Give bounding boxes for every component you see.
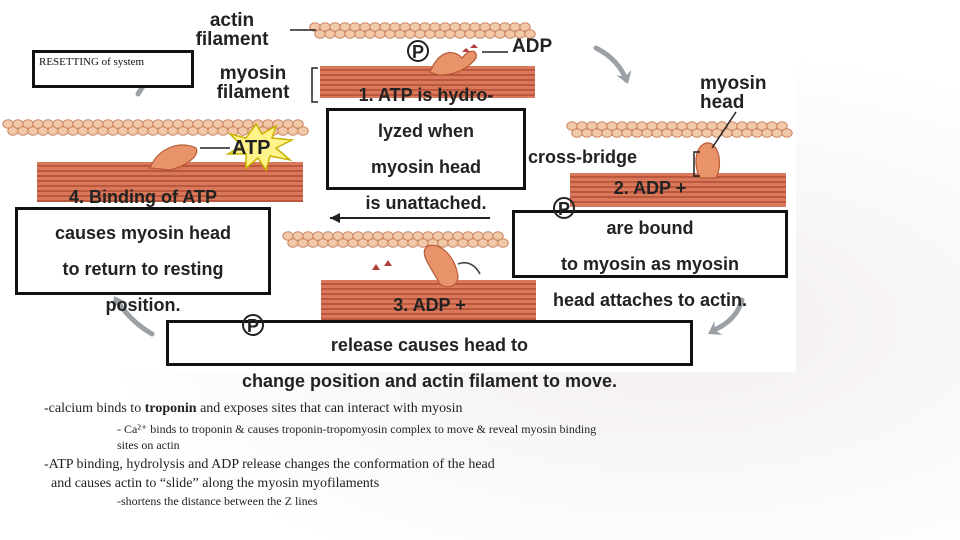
- step-1-line: is unattached.: [365, 193, 487, 213]
- step-3-line: change position and actin filament to mo…: [241, 371, 618, 391]
- atp-label: ATP: [232, 137, 271, 159]
- actin-filament-label: actin filament: [195, 10, 269, 50]
- myosin-filament-right: [570, 173, 786, 207]
- head-swing-arrow: [457, 261, 481, 275]
- step-4-line: causes myosin head: [54, 223, 232, 243]
- note-shortens: -shortens the distance between the Z lin…: [117, 494, 318, 508]
- myosin-head-bottom: [423, 244, 459, 288]
- adp-label: ADP: [512, 36, 553, 57]
- cycle-arrowhead: [113, 296, 127, 311]
- phosphate-circle: P: [241, 314, 264, 336]
- phosphate-label: P: [407, 40, 429, 62]
- actin-filament-left: [2, 119, 309, 136]
- step-1-box: 1. ATP is hydro- lyzed when myosin head …: [326, 86, 526, 212]
- step-2-box: 2. ADP + P are bound to myosin as myosin…: [512, 179, 788, 309]
- phosphate-circle: P: [407, 40, 429, 62]
- myosin-head-label: myosin head: [700, 73, 767, 113]
- adp-triangles: [462, 48, 470, 52]
- actin-filament-bottom: [282, 231, 509, 248]
- myosin-bracket: [311, 67, 318, 103]
- adp-triangles: [384, 260, 392, 266]
- step-3-box: 3. ADP + P release causes head to change…: [166, 296, 693, 390]
- myosin-filament-bottom: [321, 280, 536, 320]
- myosin-filament-top: [320, 66, 535, 98]
- note-calcium-detail: - Ca²⁺ binds to troponin & causes tropon…: [117, 422, 597, 453]
- step-2-line: to myosin as myosin: [560, 254, 740, 274]
- cycle-arrowhead: [616, 69, 632, 84]
- myosin-filament-label: myosin filament: [216, 63, 290, 103]
- note-atp-binding: -ATP binding, hydrolysis and ADP release…: [44, 457, 495, 491]
- adp-triangles: [372, 264, 380, 270]
- cross-bridge-label: cross-bridge: [528, 147, 638, 167]
- resetting-box: RESETTING of system: [32, 50, 194, 88]
- step-4-line: position.: [105, 295, 181, 315]
- step-4-line: to return to resting: [62, 259, 224, 279]
- atp-burst: [225, 122, 295, 172]
- step-4-line: 4. Binding of ATP: [69, 187, 217, 207]
- step-2-line: head attaches to actin.: [552, 290, 748, 310]
- actin-filament-right: [566, 121, 793, 138]
- adp-triangles: [470, 44, 478, 48]
- cross-bridge-bracket: [693, 151, 700, 177]
- myosin-head-right: [695, 142, 721, 179]
- cycle-arrow: [115, 299, 155, 337]
- diagram-drawing: [2, 22, 793, 337]
- step-4-box: 4. Binding of ATP causes myosin head to …: [15, 188, 271, 314]
- step-1-line: 1. ATP is hydro-: [358, 85, 494, 105]
- phosphate-circle: P: [552, 197, 575, 219]
- resetting-text: RESETTING of system: [39, 56, 145, 68]
- troponin-term: troponin: [144, 401, 197, 416]
- cycle-arrowhead: [708, 321, 723, 335]
- step-3-line: 3. ADP + P release causes head to: [241, 296, 617, 354]
- actin-move-arrowhead: [330, 213, 340, 223]
- myosin-head-top: [429, 50, 477, 76]
- myosin-head-pointer: [711, 111, 737, 149]
- myosin-head-left: [149, 144, 198, 171]
- step-1-line: lyzed when: [377, 121, 474, 141]
- step-1-line: myosin head: [370, 157, 481, 177]
- step-2-line: 2. ADP + P are bound: [552, 179, 747, 237]
- actin-filament-top: [309, 22, 536, 39]
- note-calcium: -calcium binds to troponin and exposes s…: [44, 401, 463, 416]
- cycle-arrow: [593, 45, 629, 83]
- cycle-arrow: [711, 297, 745, 333]
